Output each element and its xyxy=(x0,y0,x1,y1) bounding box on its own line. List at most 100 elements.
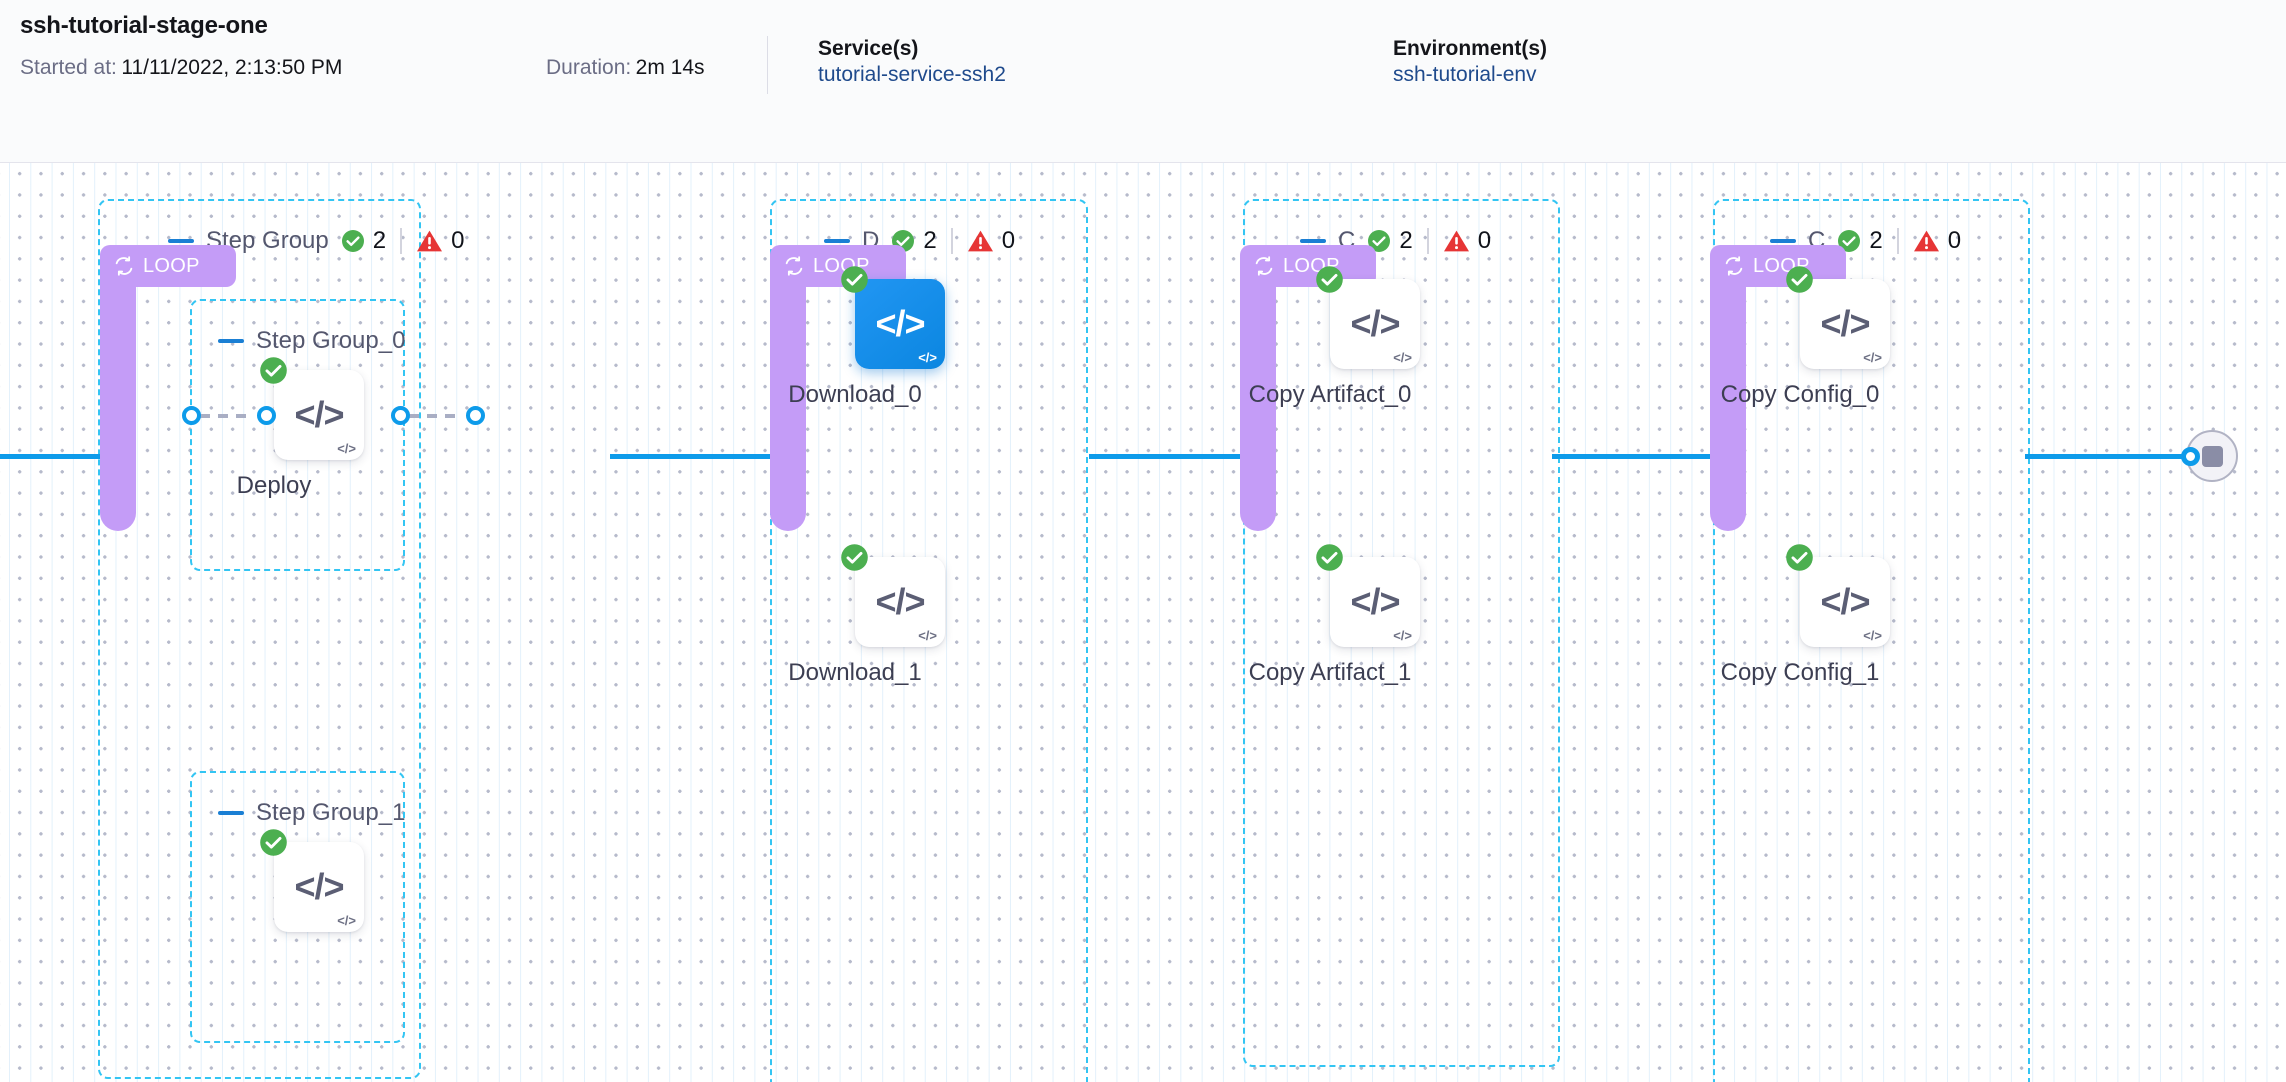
code-corner-icon: </> xyxy=(918,350,937,365)
collapse-minus-icon[interactable] xyxy=(218,811,244,815)
service-link[interactable]: tutorial-service-ssh2 xyxy=(818,63,1006,87)
error-warning-icon xyxy=(967,230,993,252)
dashed-connector-left-deploy xyxy=(200,414,248,418)
started-at-label: Started at: xyxy=(20,56,117,79)
loop-bar xyxy=(770,269,806,531)
loop-bar xyxy=(100,269,136,531)
node-status-success-icon xyxy=(260,829,287,856)
group-box-step-group-0[interactable] xyxy=(190,299,405,571)
group-counts-download: 2 0 xyxy=(891,227,1015,255)
node-card-deploy[interactable]: </> </> xyxy=(274,370,364,460)
group-title-step-group-1: Step Group_1 xyxy=(256,799,406,826)
error-count-copy-config: 0 xyxy=(1947,227,1962,254)
error-warning-icon xyxy=(1913,230,1939,252)
group-counts-step-group: 2 0 xyxy=(341,227,465,255)
group-header-copy-config: C 2 0 xyxy=(1770,227,1961,255)
pipeline-graph-canvas[interactable]: LOOP Step Group 2 0 Step Group_0 xyxy=(0,163,2286,1082)
node-card-step-group-1-child[interactable]: </> </> xyxy=(274,842,364,932)
group-box-step-group-1[interactable] xyxy=(190,771,405,1043)
page-title: ssh-tutorial-stage-one xyxy=(20,12,268,39)
code-icon: </> xyxy=(1820,303,1870,344)
group-title-step-group-0: Step Group_0 xyxy=(256,327,406,354)
node-label-download-0: Download_0 xyxy=(788,381,922,408)
rail-segment-end xyxy=(2025,454,2190,459)
node-card-copy-artifact-0[interactable]: </> </> xyxy=(1330,279,1420,369)
node-status-success-icon xyxy=(841,266,868,293)
code-corner-icon: </> xyxy=(1393,350,1412,365)
node-card-copy-artifact-1[interactable]: </> </> xyxy=(1330,557,1420,647)
dashed-connector-right-deploy xyxy=(409,414,457,418)
loop-badge-step-group[interactable]: LOOP xyxy=(100,245,236,287)
pipeline-end-stop-node[interactable] xyxy=(2186,430,2238,482)
collapse-minus-icon[interactable] xyxy=(218,339,244,343)
collapse-minus-icon[interactable] xyxy=(824,239,850,243)
port-right-outer-deploy[interactable] xyxy=(466,406,485,425)
port-right-inner-deploy[interactable] xyxy=(391,406,410,425)
success-count-download: 2 xyxy=(923,227,937,254)
node-status-success-icon xyxy=(841,544,868,571)
loop-icon xyxy=(785,256,803,276)
code-corner-icon: </> xyxy=(1863,628,1882,643)
environment-link[interactable]: ssh-tutorial-env xyxy=(1393,63,1537,87)
node-status-success-icon xyxy=(260,357,287,384)
loop-icon xyxy=(115,256,133,276)
group-box-copy-artifact[interactable] xyxy=(1243,199,1560,1067)
node-card-copy-config-0[interactable]: </> </> xyxy=(1800,279,1890,369)
error-warning-icon xyxy=(417,230,443,252)
duration-label: Duration: xyxy=(546,56,632,79)
loop-badge-label: LOOP xyxy=(143,254,200,277)
node-card-copy-config-1[interactable]: </> </> xyxy=(1800,557,1890,647)
code-corner-icon: </> xyxy=(918,628,937,643)
duration-value: 2m 14s xyxy=(635,56,705,79)
error-count-copy-artifact: 0 xyxy=(1477,227,1492,254)
loop-bar xyxy=(1710,269,1746,531)
node-label-copy-config-1: Copy Config_1 xyxy=(1720,659,1880,686)
count-divider xyxy=(1896,228,1899,254)
error-count-download: 0 xyxy=(1001,227,1016,254)
node-card-download-0[interactable]: </> </> xyxy=(855,279,945,369)
count-divider xyxy=(400,228,403,254)
started-at-value: 11/11/2022, 2:13:50 PM xyxy=(121,56,343,79)
group-header-step-group-1: Step Group_1 xyxy=(218,799,405,827)
success-count-copy-artifact: 2 xyxy=(1399,227,1413,254)
node-card-download-1[interactable]: </> </> xyxy=(855,557,945,647)
duration-block: Duration: 2m 14s xyxy=(546,56,705,80)
success-count-step-group: 2 xyxy=(372,227,387,254)
node-label-download-1: Download_1 xyxy=(788,659,922,686)
environments-label: Environment(s) xyxy=(1393,37,1548,60)
loop-badge-copy-artifact[interactable]: LOOP xyxy=(1240,245,1376,287)
services-label: Service(s) xyxy=(818,37,919,60)
count-divider xyxy=(950,228,953,254)
group-header-download: D 2 0 xyxy=(824,227,1015,255)
node-status-success-icon xyxy=(1316,544,1343,571)
loop-bar xyxy=(1240,269,1276,531)
success-count-copy-config: 2 xyxy=(1869,227,1883,254)
loop-icon xyxy=(1725,256,1743,276)
code-icon: </> xyxy=(1350,303,1400,344)
code-icon: </> xyxy=(294,866,344,907)
collapse-minus-icon[interactable] xyxy=(1770,239,1796,243)
code-icon: </> xyxy=(875,303,925,344)
code-icon: </> xyxy=(1820,581,1870,622)
group-counts-copy-config: 2 0 xyxy=(1837,227,1961,255)
port-left-outer-deploy[interactable] xyxy=(182,406,201,425)
environments-column: Environment(s) ssh-tutorial-env xyxy=(1393,36,1547,90)
node-status-success-icon xyxy=(1786,266,1813,293)
group-box-copy-config[interactable] xyxy=(1713,199,2030,1082)
pipeline-end-port[interactable] xyxy=(2181,447,2200,466)
group-header-copy-artifact: C 2 0 xyxy=(1300,227,1491,255)
collapse-minus-icon[interactable] xyxy=(1300,239,1326,243)
error-count-step-group: 0 xyxy=(451,227,465,254)
rail-segment-1 xyxy=(610,454,786,459)
group-box-download[interactable] xyxy=(770,199,1088,1082)
code-corner-icon: </> xyxy=(337,913,356,928)
port-left-inner-deploy[interactable] xyxy=(257,406,276,425)
collapse-minus-icon[interactable] xyxy=(168,239,194,243)
count-divider xyxy=(1426,228,1429,254)
code-corner-icon: </> xyxy=(1393,628,1412,643)
node-status-success-icon xyxy=(1786,544,1813,571)
rail-segment-start xyxy=(0,454,104,459)
group-box-step-group[interactable] xyxy=(98,199,421,1079)
rail-segment-3 xyxy=(1552,454,1712,459)
services-column: Service(s) tutorial-service-ssh2 xyxy=(818,36,1006,90)
